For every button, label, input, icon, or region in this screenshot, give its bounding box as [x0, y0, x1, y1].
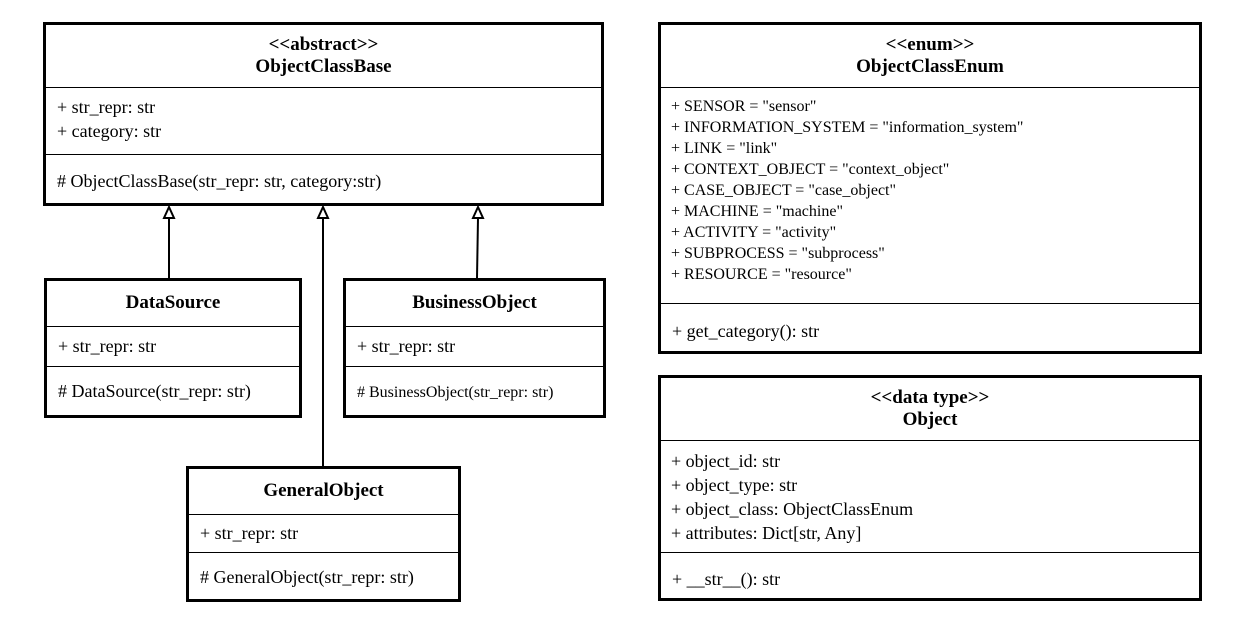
attribute-line: + object_id: str [671, 451, 781, 471]
class-object: <<data type>> Object + object_id: str + … [658, 375, 1202, 601]
enum-literal: + LINK = "link" [671, 140, 778, 157]
method-line: # DataSource(str_repr: str) [58, 381, 251, 401]
class-name: GeneralObject [263, 480, 384, 501]
class-object-class-base: <<abstract>> ObjectClassBase + str_repr:… [43, 22, 604, 206]
class-name: Object [902, 409, 958, 430]
attribute-line: + attributes: Dict[str, Any] [671, 523, 862, 543]
enum-literal: + CASE_OBJECT = "case_object" [671, 182, 897, 199]
enum-literal: + INFORMATION_SYSTEM = "information_syst… [671, 119, 1024, 136]
attribute-line: + object_class: ObjectClassEnum [671, 499, 914, 519]
class-object-class-enum: <<enum>> ObjectClassEnum + SENSOR = "sen… [658, 22, 1202, 354]
class-name: ObjectClassBase [255, 56, 392, 77]
datasource-generalization-arrowhead [162, 204, 176, 219]
attribute-line: + category: str [57, 121, 162, 141]
class-business-object: BusinessObject + str_repr: str # Busines… [343, 278, 606, 418]
attribute-line: + str_repr: str [357, 336, 456, 356]
attribute-line: + str_repr: str [57, 97, 156, 117]
enum-literal: + MACHINE = "machine" [671, 203, 843, 220]
attribute-line: + str_repr: str [58, 336, 157, 356]
enum-literal: + ACTIVITY = "activity" [671, 224, 837, 241]
attribute-line: + str_repr: str [200, 523, 299, 543]
businessobject-generalization-arrowhead [471, 204, 485, 219]
enum-literal: + RESOURCE = "resource" [671, 266, 852, 283]
stereotype-label: <<enum>> [885, 34, 975, 55]
method-line: # GeneralObject(str_repr: str) [200, 567, 414, 587]
class-name: ObjectClassEnum [856, 56, 1004, 77]
generalobject-generalization-arrowhead [316, 204, 330, 219]
class-name: DataSource [125, 292, 221, 313]
method-line: + __str__(): str [672, 569, 781, 589]
class-data-source: DataSource + str_repr: str # DataSource(… [44, 278, 302, 418]
businessobject-generalization-line [476, 217, 479, 279]
enum-literal: + SENSOR = "sensor" [671, 98, 817, 115]
class-name: BusinessObject [412, 292, 537, 313]
class-general-object: GeneralObject + str_repr: str # GeneralO… [186, 466, 461, 602]
attribute-line: + object_type: str [671, 475, 798, 495]
stereotype-label: <<abstract>> [268, 34, 379, 55]
stereotype-label: <<data type>> [870, 387, 990, 408]
method-line: + get_category(): str [672, 321, 820, 341]
method-line: # BusinessObject(str_repr: str) [357, 384, 554, 401]
method-line: # ObjectClassBase(str_repr: str, categor… [57, 171, 382, 191]
enum-literal: + SUBPROCESS = "subprocess" [671, 245, 885, 262]
enum-literal: + CONTEXT_OBJECT = "context_object" [671, 161, 950, 178]
